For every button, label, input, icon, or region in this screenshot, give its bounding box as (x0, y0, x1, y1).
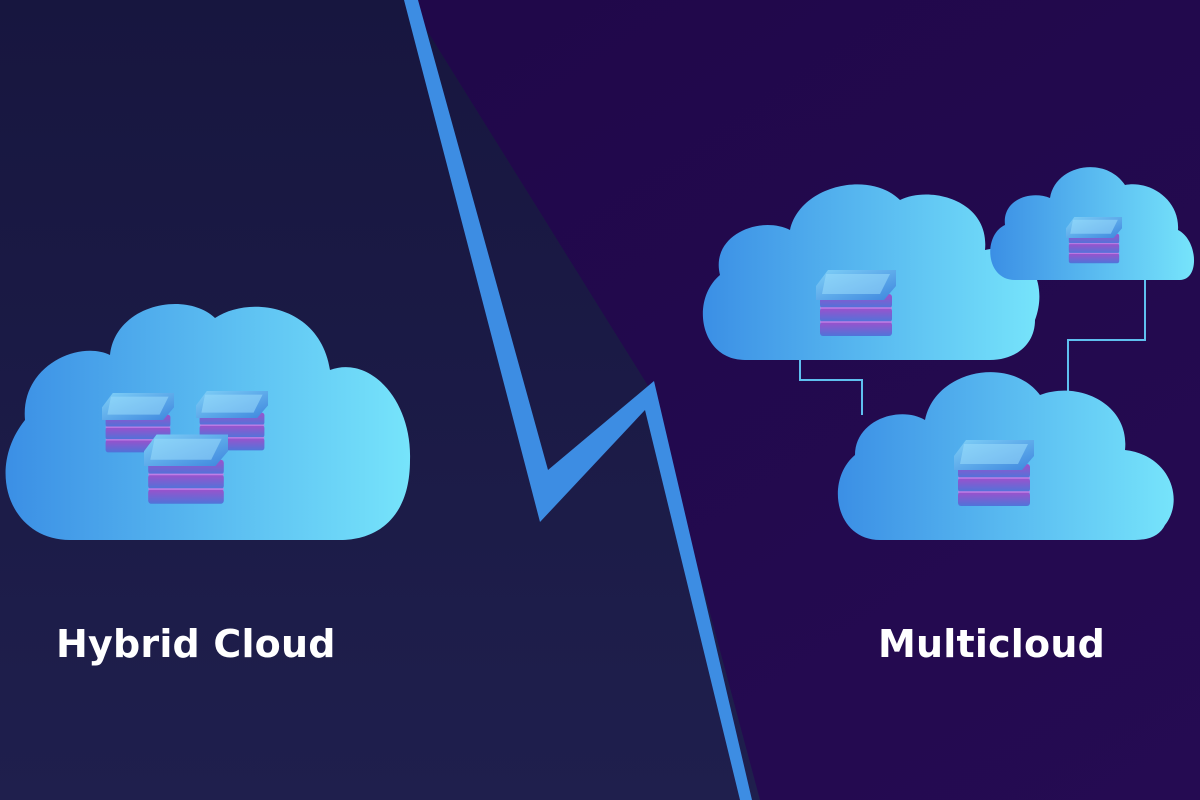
connector-lines (799, 280, 1146, 415)
lightning-divider (404, 0, 752, 800)
server-stack-icon (815, 269, 897, 337)
server-stack-icon (143, 433, 229, 505)
hybrid-cloud-label: Hybrid Cloud (56, 622, 336, 666)
multicloud-label: Multicloud (878, 622, 1105, 666)
server-stack-icon (953, 439, 1035, 507)
server-stack-icon (1065, 216, 1123, 264)
